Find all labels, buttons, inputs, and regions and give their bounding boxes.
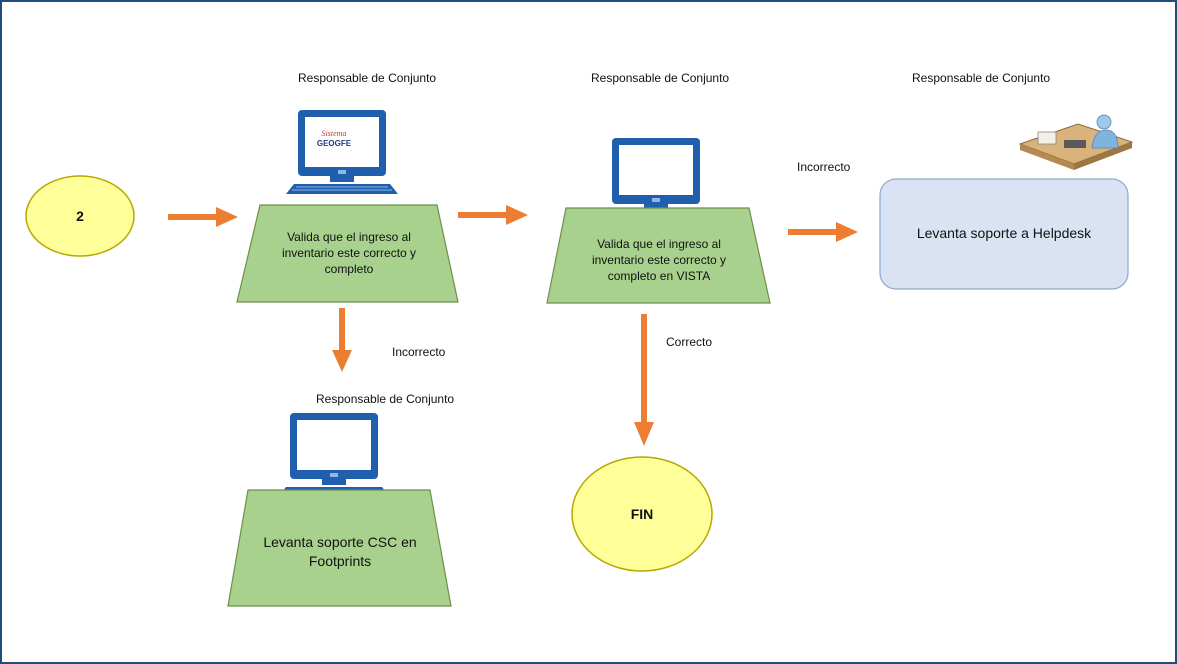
sistema-logo-icon: [320, 127, 348, 149]
arrow-start-to-validate1: [168, 207, 238, 227]
edge-label-incorrecto-helpdesk: Incorrecto: [797, 160, 851, 174]
computer-icon: Sistema GEOGFE: [285, 109, 399, 195]
arrow-validate2-to-end: [634, 314, 654, 446]
helpdesk-agent-icon: [1018, 114, 1134, 170]
end-label: FIN: [630, 506, 654, 522]
arrow-validate1-to-footprints: [332, 308, 352, 372]
svg-text:Sistema: Sistema: [322, 129, 347, 138]
footprints-node: [227, 489, 452, 607]
arrow-validate1-to-validate2: [458, 205, 528, 225]
validate-node-2: [546, 207, 771, 304]
start-node: [25, 175, 135, 257]
validate-node-1: [236, 204, 459, 303]
role-label-helpdesk: Responsable de Conjunto: [912, 71, 1051, 85]
end-node: [571, 456, 713, 572]
helpdesk-node: [879, 178, 1129, 290]
edge-label-incorrecto-footprints: Incorrecto: [392, 345, 446, 359]
role-label-footprints: Responsable de Conjunto: [316, 392, 455, 406]
role-label-validate2: Responsable de Conjunto: [591, 71, 730, 85]
svg-text:GEOGFE: GEOGFE: [317, 139, 352, 148]
helpdesk-text: Levanta soporte a Helpdesk: [916, 225, 1092, 241]
computer-icon: [277, 412, 391, 498]
start-label: 2: [76, 208, 84, 224]
role-label-validate1: Responsable de Conjunto: [298, 71, 437, 85]
validate1-text: Valida que el ingreso al inventario este…: [281, 230, 417, 277]
edge-label-correcto: Correcto: [666, 335, 713, 349]
arrow-validate2-to-helpdesk: [788, 222, 858, 242]
footprints-text: Levanta soporte CSC en Footprints: [263, 534, 417, 569]
validate2-text: Valida que el ingreso al inventario este…: [591, 237, 727, 284]
